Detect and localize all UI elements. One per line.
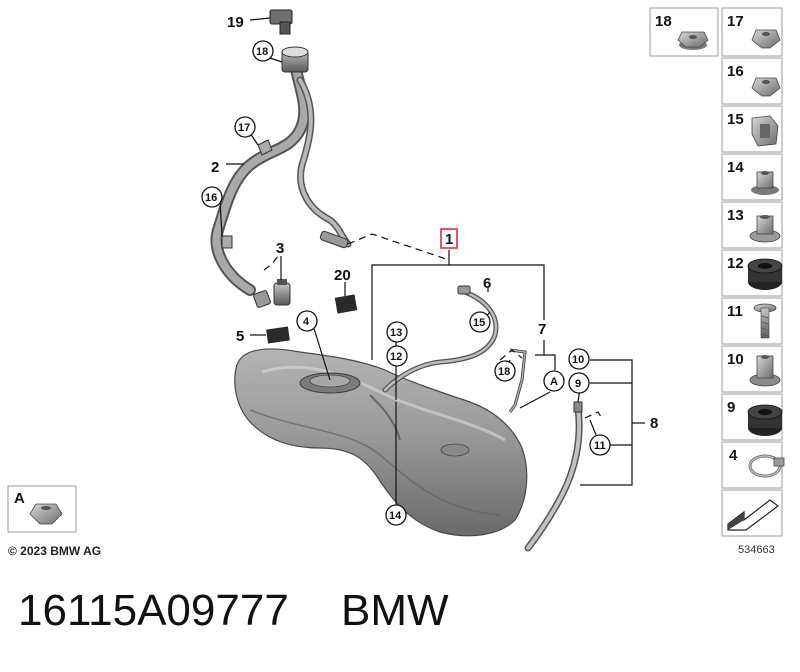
clip-icon: [751, 115, 779, 147]
callout-4: 4: [303, 316, 310, 328]
flange-nut-icon: [751, 171, 779, 195]
callout-7: 7: [538, 321, 546, 338]
footer: 16115A09777 BMW: [18, 586, 489, 636]
rubber-grommet-icon: [747, 258, 783, 290]
callout-A: A: [550, 376, 558, 388]
callout-9: 9: [575, 378, 581, 390]
callouts: 19 2 3 20 5 6 7 8 1 18 17 16 4 15 13 12 …: [201, 14, 658, 526]
grommet-icon: [749, 215, 781, 243]
panel-label-15: 15: [727, 111, 744, 128]
diagram-id: 534663: [738, 544, 775, 556]
inset-a: A: [7, 485, 77, 533]
panel-label-17: 17: [727, 13, 744, 30]
panel-label-11: 11: [727, 303, 743, 320]
panel-label-10: 10: [727, 351, 744, 368]
callout-18-b: 18: [498, 366, 510, 378]
copyright: © 2023 BMW AG: [8, 544, 101, 558]
hex-nut-icon: [751, 77, 781, 97]
rubber-grommet-icon: [747, 404, 783, 436]
callout-15: 15: [473, 317, 485, 329]
callout-13: 13: [390, 327, 402, 339]
callout-1: 1: [445, 231, 453, 248]
callout-2: 2: [211, 159, 219, 176]
filler-pipe: [210, 46, 352, 296]
parts-panel: 18 17 16 15 14: [649, 7, 785, 556]
panel-label-12: 12: [727, 255, 744, 272]
vent-valve: [253, 279, 291, 308]
callout-17: 17: [238, 122, 250, 134]
callout-18-a: 18: [256, 46, 268, 58]
part-number: 16115A09777: [18, 586, 289, 635]
panel-label-4: 4: [729, 447, 738, 464]
callout-12: 12: [390, 351, 402, 363]
foam-pad-5: [266, 326, 290, 344]
pipe-clip: [221, 139, 273, 249]
vent-line: [382, 285, 499, 393]
callout-14: 14: [389, 510, 402, 522]
hex-nut-icon: [29, 503, 63, 525]
callout-5: 5: [236, 328, 244, 345]
panel-label-18: 18: [655, 13, 672, 30]
line-bracket: [508, 348, 527, 413]
filler-sensor: [269, 9, 293, 35]
tension-strap: [524, 401, 583, 552]
callout-11: 11: [594, 440, 606, 452]
callout-16: 16: [205, 192, 217, 204]
dashed-lines: [263, 233, 604, 421]
highlight-box: [440, 228, 458, 249]
hex-flange-nut-icon: [677, 31, 709, 50]
callout-3: 3: [276, 240, 284, 257]
panel-label-14: 14: [727, 159, 744, 176]
hose-clamp-icon: [748, 454, 785, 478]
fuel-tank: [234, 348, 528, 537]
panel-label-9: 9: [727, 399, 735, 416]
callout-10: 10: [572, 354, 584, 366]
bolt-icon: [753, 303, 777, 339]
panel-label-13: 13: [727, 207, 744, 224]
flange-nut-icon: [749, 355, 781, 387]
callout-6: 6: [483, 275, 491, 292]
callout-20: 20: [334, 267, 351, 284]
brand-name: BMW: [341, 586, 449, 635]
arrow-icon: [727, 499, 779, 531]
callout-8: 8: [650, 415, 658, 432]
foam-pad-20: [334, 294, 358, 314]
hex-nut-icon: [751, 29, 781, 49]
callout-19: 19: [227, 14, 244, 31]
inset-a-label: A: [14, 490, 25, 507]
panel-label-16: 16: [727, 63, 744, 80]
